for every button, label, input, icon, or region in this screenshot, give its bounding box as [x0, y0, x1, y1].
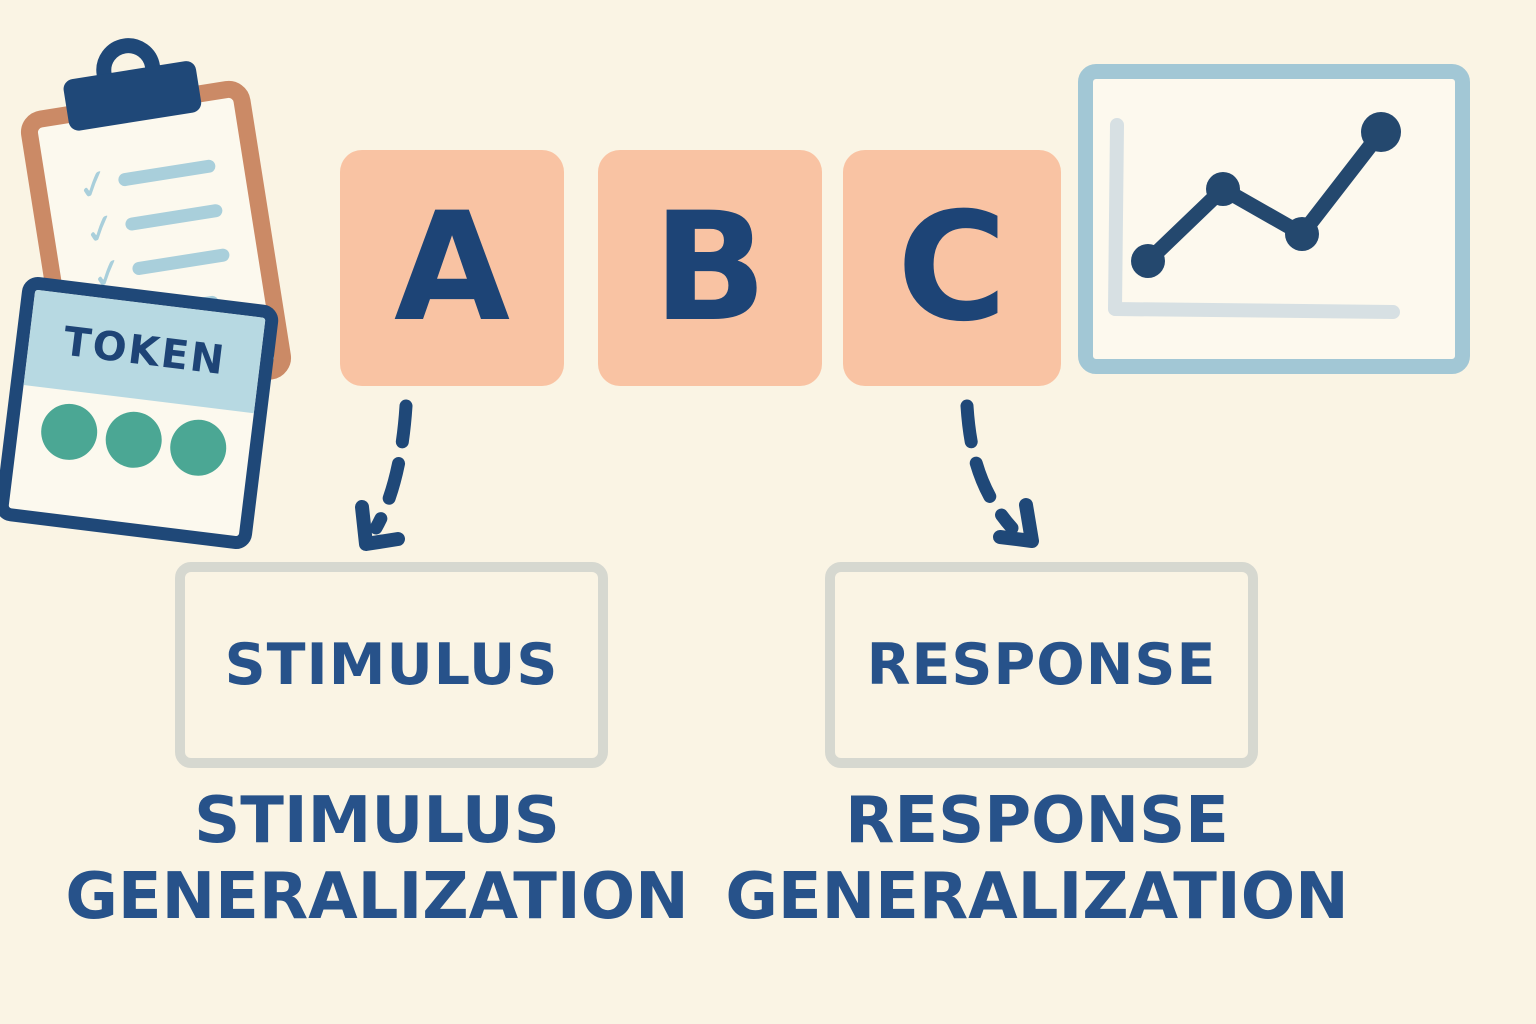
chart-point: [1285, 217, 1319, 251]
token-label: TOKEN: [60, 318, 229, 385]
token-dot: [167, 416, 230, 479]
token-dots: [15, 398, 252, 482]
caption-line: RESPONSE: [845, 784, 1229, 858]
caption-stimulus-generalization: STIMULUS GENERALIZATION: [37, 784, 717, 935]
card-letter: A: [393, 181, 511, 355]
dashed-arrow-right: [960, 399, 1039, 548]
check-icon: ✓: [71, 158, 116, 212]
chart-point: [1361, 112, 1401, 152]
token-card-icon: TOKEN: [0, 275, 281, 551]
check-icon: ✓: [78, 202, 123, 256]
chart-graphic: [1108, 112, 1401, 319]
response-label: RESPONSE: [866, 632, 1217, 698]
token-dot: [102, 408, 165, 472]
letter-card-c: C: [843, 150, 1061, 386]
token-dot: [37, 400, 101, 464]
response-box: RESPONSE: [825, 562, 1258, 768]
card-letter: C: [896, 181, 1008, 355]
stimulus-label: STIMULUS: [224, 632, 559, 698]
chart-point: [1131, 244, 1165, 278]
checklist-line: [117, 158, 217, 187]
line-chart-icon: [1078, 64, 1470, 374]
token-card-header: TOKEN: [23, 289, 266, 414]
caption-line: GENERALIZATION: [65, 859, 689, 934]
chart-line: [1140, 124, 1389, 269]
letter-card-a: A: [340, 150, 564, 386]
caption-response-generalization: RESPONSE GENERALIZATION: [697, 784, 1377, 935]
caption-line: GENERALIZATION: [725, 859, 1349, 934]
card-letter: B: [652, 181, 768, 355]
chart-point: [1206, 172, 1240, 206]
caption-line: STIMULUS: [194, 784, 560, 858]
letter-card-b: B: [598, 150, 822, 386]
checklist-line: [124, 203, 224, 232]
dashed-arrow-left: [355, 399, 413, 551]
checklist-line: [131, 247, 231, 276]
chart-axes: [1108, 118, 1400, 319]
stimulus-box: STIMULUS: [175, 562, 608, 768]
